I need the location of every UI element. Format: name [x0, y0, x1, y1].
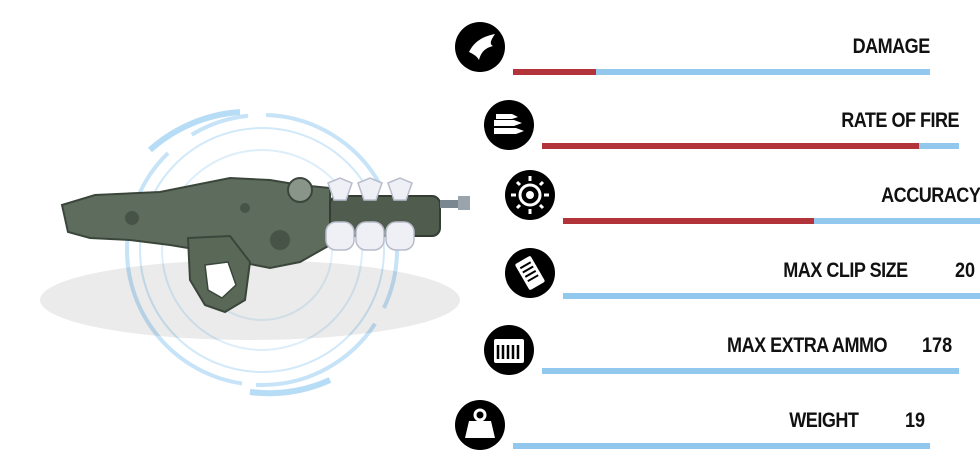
stat-bar: [542, 368, 959, 374]
stat-label: RATE OF FIRE: [841, 109, 959, 132]
stat-value: 178: [922, 334, 953, 357]
weapon-preview: [0, 0, 470, 458]
stat-bar: [563, 293, 980, 299]
stat-bar-fill: [563, 218, 815, 224]
stat-label: ACCURACY: [880, 184, 980, 207]
bullets-icon: [484, 100, 534, 150]
stat-bar: [513, 69, 930, 75]
weight-icon: [455, 400, 505, 450]
clip-icon: [505, 248, 555, 298]
energy-rifle-icon: [40, 109, 470, 397]
stat-value: 19: [905, 409, 926, 432]
stat-bar-fill: [513, 69, 597, 75]
stat-bar: [563, 218, 980, 224]
stat-bar: [542, 143, 959, 149]
ammo-crate-icon: [484, 325, 534, 375]
crosshair-icon: [505, 170, 555, 220]
wing-icon: [455, 22, 505, 72]
energy-cells: [325, 177, 415, 251]
stat-value: 20: [955, 259, 976, 282]
stat-bar-fill: [542, 143, 919, 149]
stat-label: MAX EXTRA AMMO: [726, 334, 888, 357]
stat-label: MAX CLIP SIZE: [783, 259, 909, 282]
stat-label: DAMAGE: [852, 35, 931, 58]
stat-bar: [513, 443, 930, 449]
stat-label: WEIGHT: [788, 409, 859, 432]
